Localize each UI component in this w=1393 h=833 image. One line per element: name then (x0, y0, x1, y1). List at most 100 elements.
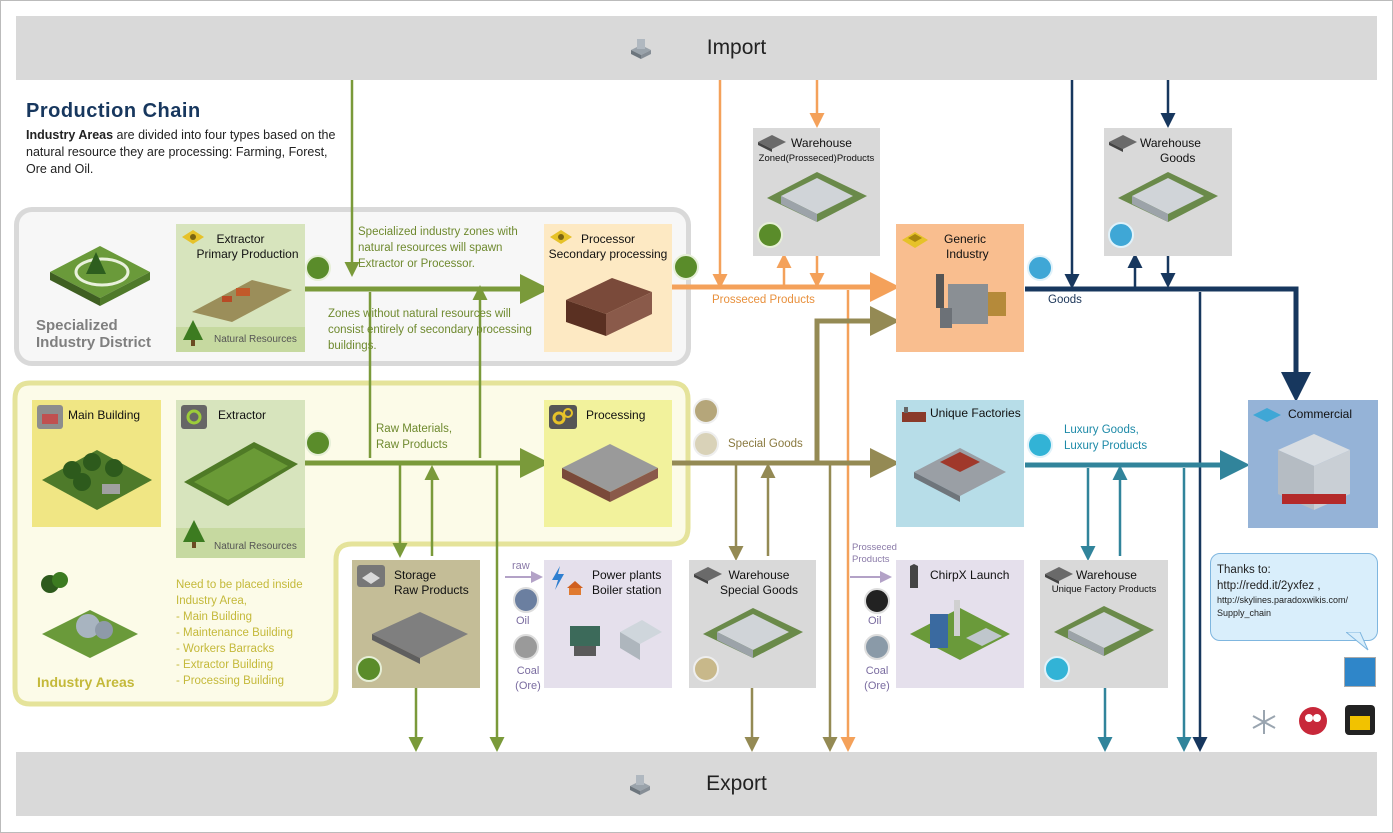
gear-icon (181, 405, 207, 429)
commercial-icon (1253, 408, 1281, 422)
paper-icon (693, 431, 719, 457)
raw-materials-line2: Raw Products (376, 439, 448, 451)
storage-card: Storage Raw Products (352, 560, 480, 688)
chirpx-card: ChirpX Launch (896, 560, 1024, 688)
chirpx-label: ChirpX Launch (930, 568, 1010, 582)
placement-item: - Main Building (176, 611, 253, 623)
district-extractor-line2: Primary Production (196, 247, 299, 261)
import-bar: Import (16, 16, 1377, 80)
chirpx-prosseced-label: Prosseced Products (852, 542, 897, 566)
power-line1: Power plants (592, 568, 662, 582)
import-label: Import (706, 36, 767, 59)
chirpx-prosseced-line1: Prosseced (852, 542, 897, 553)
intro-rest: are divided into four types based on the… (26, 128, 336, 176)
warehouse-illustration (1118, 172, 1218, 222)
district-extractor-card: Extractor Primary Production Natural Res… (176, 224, 305, 352)
tree-icon (183, 320, 203, 346)
wh-goods-line2: Goods (1160, 151, 1196, 165)
district-processor-line1: Processor (580, 232, 636, 246)
power-plants-illustration (570, 620, 662, 660)
storage-icon (357, 565, 385, 587)
processing-buildings-illustration (562, 444, 658, 502)
generic-line1: Generic (944, 232, 987, 246)
unique-factories-label: Unique Factories (930, 406, 1021, 420)
planks-icon (693, 398, 719, 424)
warehouse-icon (1109, 135, 1137, 152)
luxury-label: Luxury Goods, Luxury Products (1064, 422, 1147, 454)
warehouse-icon (694, 567, 722, 584)
processing-card: Processing (544, 400, 672, 527)
warehouse-zoned-card: Warehouse Zoned(Prosseced)Products (753, 128, 880, 256)
placement-notes: Need to be placed inside Industry Area, … (176, 577, 336, 689)
wh-zoned-line2: Zoned(Prosseced)Products (758, 153, 875, 164)
placement-item: - Extractor Building (176, 659, 274, 671)
raw-label: raw (512, 560, 530, 572)
natural-resources-label: Natural Resources (214, 334, 297, 345)
coal-ore-icon (513, 634, 539, 660)
oil-label: Oil (516, 615, 530, 627)
luxury-line2: Luxury Products (1064, 440, 1148, 452)
tree-badge-icon (305, 255, 331, 281)
district-note-spawn: Specialized industry zones with natural … (358, 226, 518, 270)
extractor-yellow-icon (182, 230, 204, 244)
goods-icon (1108, 222, 1134, 248)
warehouse-special-card: Warehouse Special Goods (689, 560, 816, 688)
area-extractor-label: Extractor (218, 408, 267, 422)
leaf-badge-icon (757, 222, 783, 248)
launch-site-illustration (910, 600, 1010, 660)
credits-line1: Thanks to: (1217, 564, 1271, 576)
workers-icon (1299, 707, 1327, 735)
unique-factory-icon (902, 407, 926, 422)
power-plants-card: Power plants Boiler station (544, 560, 672, 688)
ore-icon (864, 634, 890, 660)
extractor-field-illustration (192, 280, 292, 322)
raw-materials-line1: Raw Materials, (376, 423, 453, 435)
generic-industry-icon (902, 232, 928, 248)
bubble-tail (1346, 632, 1369, 651)
district-label-line2: Industry District (36, 334, 152, 351)
credits-link-reddit[interactable]: http://redd.it/2yxfez , (1217, 580, 1321, 592)
district-extractor-line1: Extractor (216, 232, 265, 246)
power-line2: Boiler station (592, 583, 662, 597)
storage-line2: Raw Products (394, 583, 469, 597)
storage-yard-illustration (372, 612, 468, 664)
district-processor-line2: Secondary processing (548, 247, 668, 261)
building-icon (630, 775, 651, 795)
warehouse-icon (758, 135, 786, 152)
tree-icon (183, 520, 205, 548)
area-extractor-card: Extractor Natural Resources (176, 400, 305, 558)
generic-line2: Industry (946, 247, 989, 261)
intro-bold: Industry Areas (26, 128, 114, 142)
crop-field-illustration (184, 442, 298, 506)
industry-areas-label: Industry Areas (37, 674, 135, 690)
coal-ore-label: Coal (Ore) (513, 664, 543, 694)
storage-line1: Storage (394, 568, 437, 582)
goods-icon (1027, 255, 1053, 281)
luxury-line1: Luxury Goods, (1064, 424, 1139, 436)
intro-text: Industry Areas are divided into four typ… (26, 127, 336, 178)
credits-link-wiki[interactable]: http://skylines.paradoxwikis.com/ (1217, 595, 1349, 605)
commercial-building-illustration (1278, 434, 1350, 510)
commercial-card: Commercial (1248, 400, 1378, 528)
processing-label: Processing (586, 408, 646, 422)
wh-special-line2: Special Goods (719, 583, 799, 597)
warehouse-unique-card: Warehouse Unique Factory Products (1040, 560, 1168, 688)
wh-unique-line1: Warehouse (1076, 568, 1137, 582)
globe-icon (1344, 657, 1376, 687)
page-title: Production Chain (26, 100, 201, 122)
tree-badge-icon (356, 656, 382, 682)
credits-link-wiki-path: Supply_chain (1217, 608, 1272, 618)
warehouse-icon (1045, 567, 1073, 584)
prosseced-products-label: Prosseced Products (712, 294, 815, 306)
main-building-card: Main Building (32, 400, 161, 527)
wh-zoned-line1: Warehouse (791, 136, 852, 150)
boiler-house-icon (567, 581, 583, 595)
ore-label: (Ore) (515, 680, 541, 692)
factory-illustration (936, 274, 1006, 328)
warehouse-illustration (767, 172, 867, 222)
district-processor-card: Processor Secondary processing (544, 224, 672, 352)
warehouse-illustration (703, 608, 803, 658)
wh-special-line1: Warehouse (728, 568, 790, 582)
export-bar: Export (16, 752, 1377, 816)
